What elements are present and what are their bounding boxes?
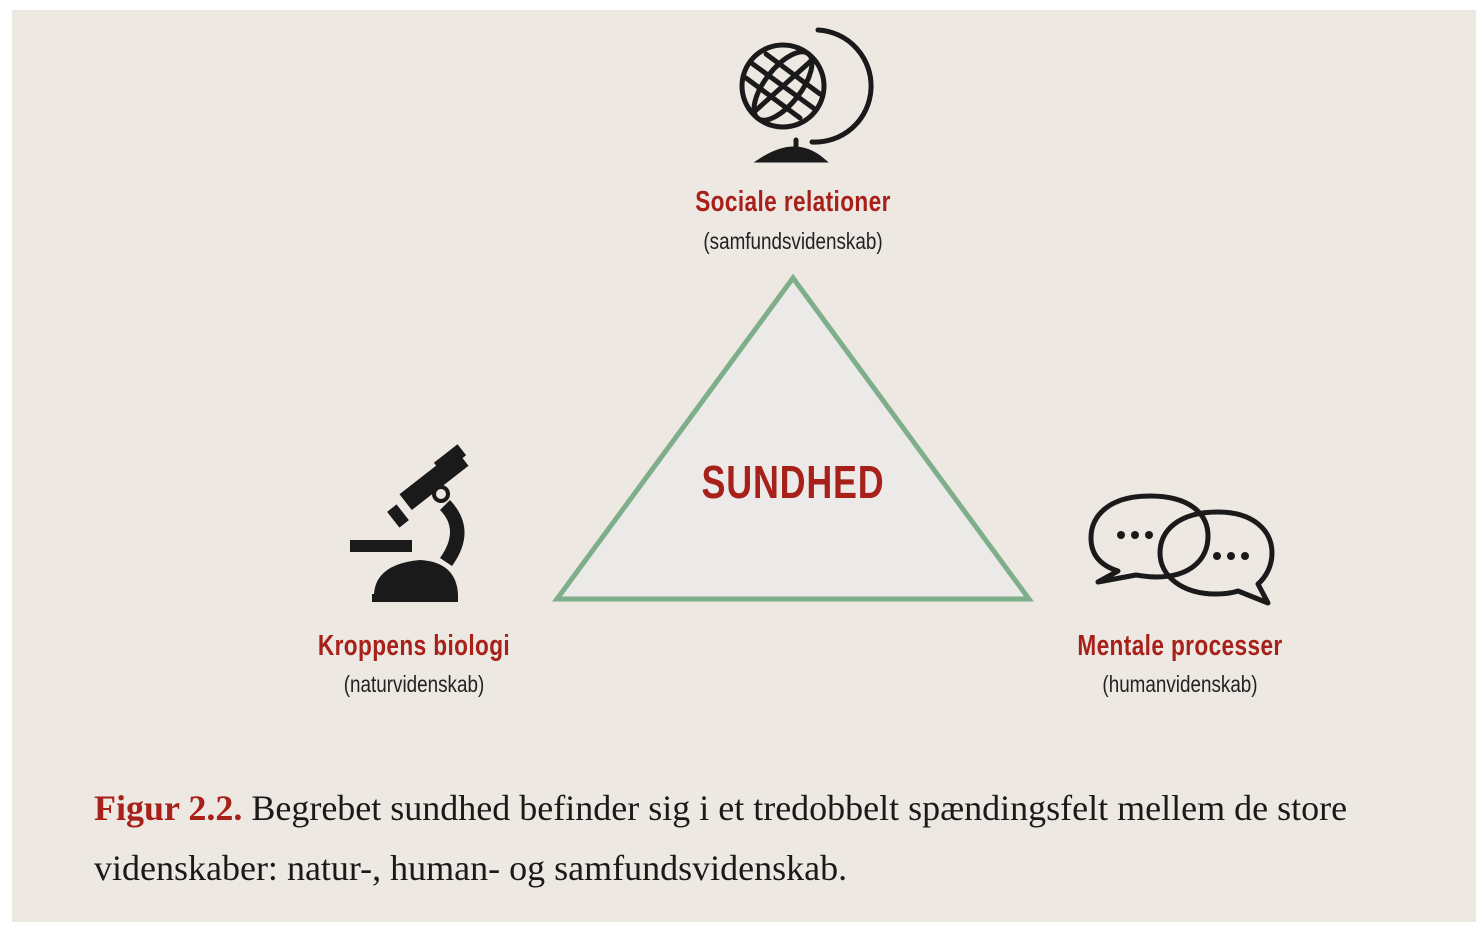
caption-text: Begrebet sundhed befinder sig i et tredo… [94,788,1348,888]
center-label: SUNDHED [701,456,885,508]
node-subtitle-biology: (naturvidenskab) [343,671,485,697]
microscope-icon [350,444,469,602]
node-subtitle-mental: (humanvidenskab) [1102,671,1258,697]
node-title-biology: Kroppens biologi [317,630,511,662]
node-title-mental: Mentale processer [1077,630,1283,662]
node-subtitle-social: (samfundsvidenskab) [703,228,883,254]
speech-bubbles-icon [1088,493,1275,606]
health-triangle [552,273,1034,602]
top-strip [0,0,1476,10]
speech-dots [1117,531,1249,560]
figure-number: Figur 2.2. [94,788,243,828]
figure-caption: Figur 2.2. Begrebet sundhed befinder sig… [94,778,1454,898]
node-title-social: Sociale relationer [695,186,891,218]
globe-icon [739,27,874,163]
